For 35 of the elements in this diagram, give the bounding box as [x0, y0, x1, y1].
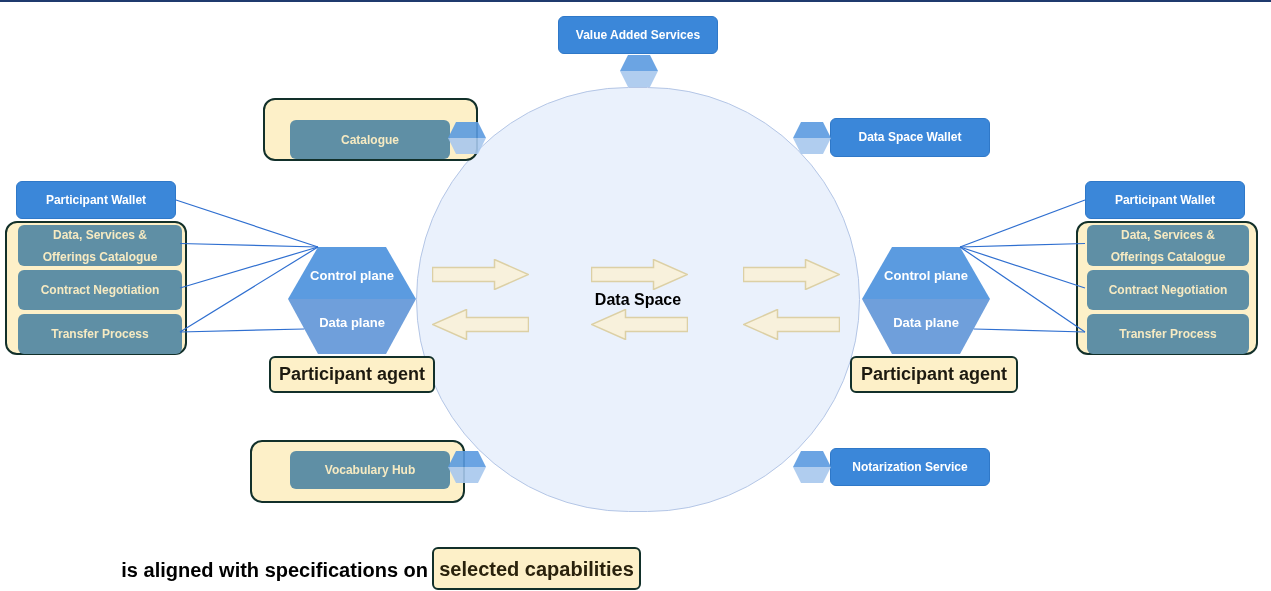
- highlight-frame: [5, 221, 187, 355]
- highlight-frame: [1076, 221, 1258, 355]
- service-box: Participant Wallet: [1085, 181, 1245, 219]
- highlight-frame: [250, 440, 465, 503]
- control-plane-shape: Control plane: [862, 247, 990, 299]
- data-plane-shape: Data plane: [288, 299, 416, 354]
- capability-box: Data, Services & Offerings Catalogue: [1087, 225, 1249, 266]
- capability-box: Contract Negotiation: [18, 270, 182, 310]
- connector-line: [973, 328, 1086, 333]
- agent-label-box: Participant agent: [850, 356, 1018, 393]
- connector-line: [179, 246, 319, 289]
- connector-line: [959, 246, 1086, 333]
- highlight-frame: [263, 98, 478, 161]
- connector-line: [959, 246, 1086, 289]
- data-plane-shape: Data plane: [862, 299, 990, 354]
- agent-label-box: Participant agent: [269, 356, 435, 393]
- connector-line: [175, 199, 319, 248]
- capability-box: Catalogue: [290, 120, 450, 159]
- highlight-box: selected capabilities: [432, 547, 641, 590]
- service-box: Notarization Service: [830, 448, 990, 486]
- connector-line: [959, 199, 1086, 248]
- caption-text: is aligned with specifications on: [121, 558, 428, 583]
- capability-box: Vocabulary Hub: [290, 451, 450, 489]
- control-plane-shape: Control plane: [288, 247, 416, 299]
- connector-line: [179, 242, 319, 248]
- capability-box: Transfer Process: [18, 314, 182, 354]
- service-box: Value Added Services: [558, 16, 718, 54]
- connector-line: [179, 246, 319, 333]
- capability-box: Contract Negotiation: [1087, 270, 1249, 310]
- connector-line: [959, 242, 1086, 248]
- capability-box: Transfer Process: [1087, 314, 1249, 354]
- service-box: Participant Wallet: [16, 181, 176, 219]
- service-box: Data Space Wallet: [830, 118, 990, 157]
- capability-box: Data, Services & Offerings Catalogue: [18, 225, 182, 266]
- connector-line: [179, 328, 305, 333]
